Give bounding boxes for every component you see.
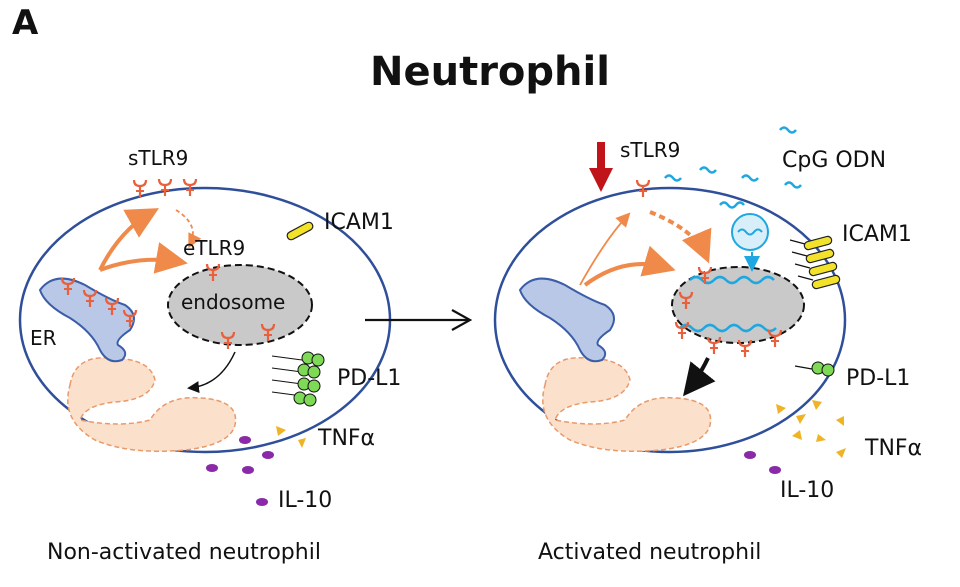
right-icam1-molecules [789, 234, 842, 291]
right-traffic-arrow-up [579, 212, 631, 286]
left-endosome [167, 264, 313, 346]
right-stlr9-decrease-arrow [589, 142, 613, 192]
activation-arrow [365, 309, 473, 331]
right-stlr9-label: sTLR9 [620, 138, 681, 162]
left-il10-molecules [206, 436, 274, 506]
left-traffic-arrow-right [99, 242, 188, 274]
right-tnfa-molecules [776, 400, 846, 458]
panel-label: A [12, 3, 39, 43]
right-cell [493, 126, 847, 474]
right-il10-molecules [744, 451, 781, 474]
left-tnfa-molecules [276, 426, 306, 448]
left-etlr9-label: eTLR9 [183, 236, 246, 260]
right-endosome [671, 266, 805, 344]
right-degrade-arrow [683, 357, 716, 397]
left-stlr9-label: sTLR9 [128, 146, 189, 170]
left-pdl1-molecules [271, 351, 325, 407]
page-title: Neutrophil [370, 49, 610, 95]
left-cell [18, 177, 392, 506]
left-nucleus [67, 357, 237, 452]
left-pdl1-label: PD-L1 [337, 366, 402, 391]
right-nucleus [542, 357, 712, 452]
left-icam1-label: ICAM1 [324, 210, 394, 235]
right-cpg-odn-molecules [664, 126, 802, 209]
right-internalize-arrow [649, 210, 712, 264]
left-er [38, 277, 135, 363]
right-endosome-cpg-coat [679, 323, 777, 333]
right-traffic-arrow-right [583, 245, 676, 287]
left-internalize-arrow [175, 209, 202, 249]
right-pdl1-molecule [794, 361, 835, 377]
right-il10-label: IL-10 [780, 478, 835, 503]
right-cpg-vesicle [731, 213, 769, 251]
left-il10-label: IL-10 [278, 488, 333, 513]
left-er-label: ER [30, 326, 57, 350]
right-tnfa-label: TNFα [865, 436, 923, 461]
left-endosome-label: endosome [181, 290, 286, 314]
left-degrade-arrow [187, 351, 236, 394]
right-endosome-cpg-coat [689, 275, 775, 285]
right-cpg-label: CpG ODN [782, 148, 887, 173]
right-er [518, 277, 615, 363]
right-pdl1-label: PD-L1 [846, 366, 911, 391]
left-cell-caption: Non-activated neutrophil [47, 540, 321, 565]
left-tnfa-label: TNFα [318, 426, 376, 451]
right-cell-caption: Activated neutrophil [538, 540, 762, 565]
left-traffic-arrow-up [98, 208, 159, 271]
right-icam1-label: ICAM1 [842, 222, 912, 247]
